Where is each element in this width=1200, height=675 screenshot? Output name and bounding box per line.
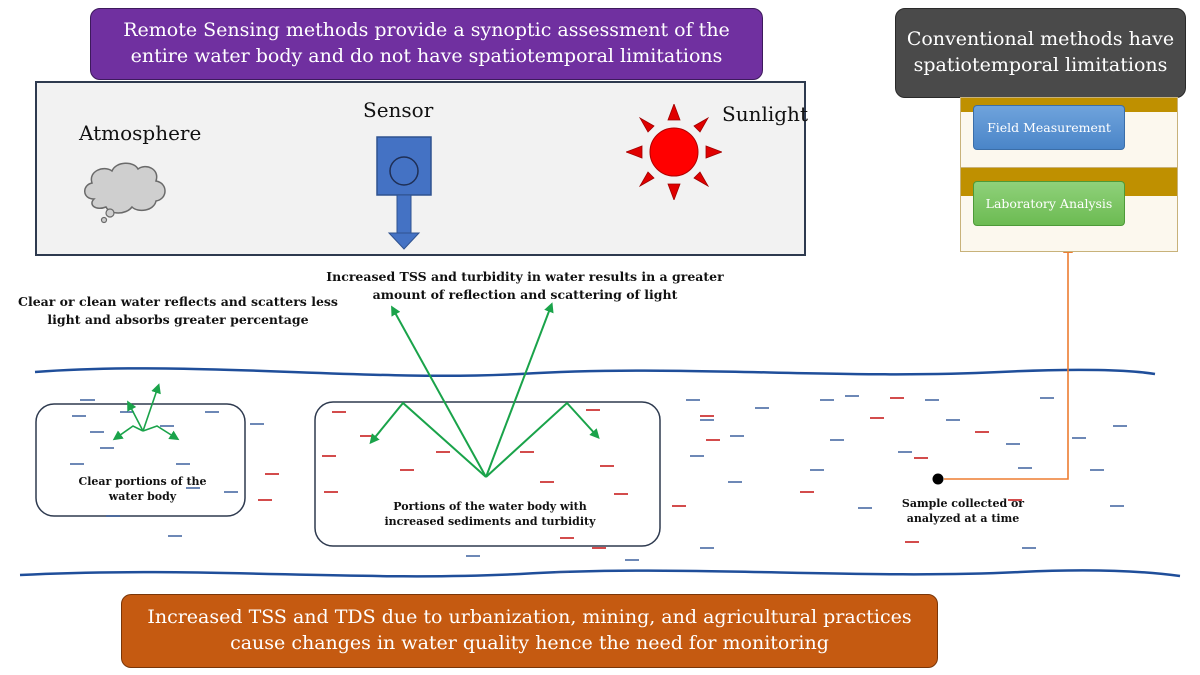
sample-label: Sample collected or analyzed at a time xyxy=(901,497,1025,526)
sample-point-marker xyxy=(932,473,944,485)
blue-dashes xyxy=(70,395,1127,573)
sensor-label: Sensor xyxy=(363,98,434,122)
laboratory-analysis-band: Laboratory Analysis xyxy=(960,167,1178,252)
laboratory-analysis-step: Laboratory Analysis xyxy=(973,181,1125,226)
clear-scatter-arrows xyxy=(112,383,180,441)
conventional-text: Conventional methods have spatiotemporal… xyxy=(906,28,1175,76)
sunlight-label: Sunlight xyxy=(722,102,808,126)
sample-connector xyxy=(944,243,1073,480)
turbid-portion-label: Portions of the water body with increase… xyxy=(384,500,596,529)
turbid-portion-box xyxy=(314,401,661,547)
clear-portion-label: Clear portions of the water body xyxy=(78,475,207,504)
river-bank-top xyxy=(34,367,1156,378)
field-measurement-step: Field Measurement xyxy=(973,105,1125,150)
remote-sensing-banner: Remote Sensing methods provide a synopti… xyxy=(90,8,763,80)
urbanization-banner: Increased TSS and TDS due to urbanizatio… xyxy=(121,594,938,668)
remote-sensing-text: Remote Sensing methods provide a synopti… xyxy=(123,19,730,67)
urbanization-text: Increased TSS and TDS due to urbanizatio… xyxy=(147,606,912,654)
river-bank-bottom xyxy=(19,569,1181,578)
cloud-icon xyxy=(84,162,166,224)
turbid-scatter-arrows xyxy=(369,302,600,478)
conventional-banner: Conventional methods have spatiotemporal… xyxy=(895,8,1186,98)
clear-note: Clear or clean water reflects and scatte… xyxy=(18,294,338,328)
sensor-icon xyxy=(376,136,432,250)
red-dashes xyxy=(258,397,1022,549)
clear-portion-box xyxy=(35,403,246,517)
laboratory-analysis-label: Laboratory Analysis xyxy=(985,196,1113,211)
turbid-note: Increased TSS and turbidity in water res… xyxy=(326,269,724,303)
atmosphere-label: Atmosphere xyxy=(79,121,202,145)
sun-icon xyxy=(626,104,722,200)
field-measurement-label: Field Measurement xyxy=(987,120,1111,135)
